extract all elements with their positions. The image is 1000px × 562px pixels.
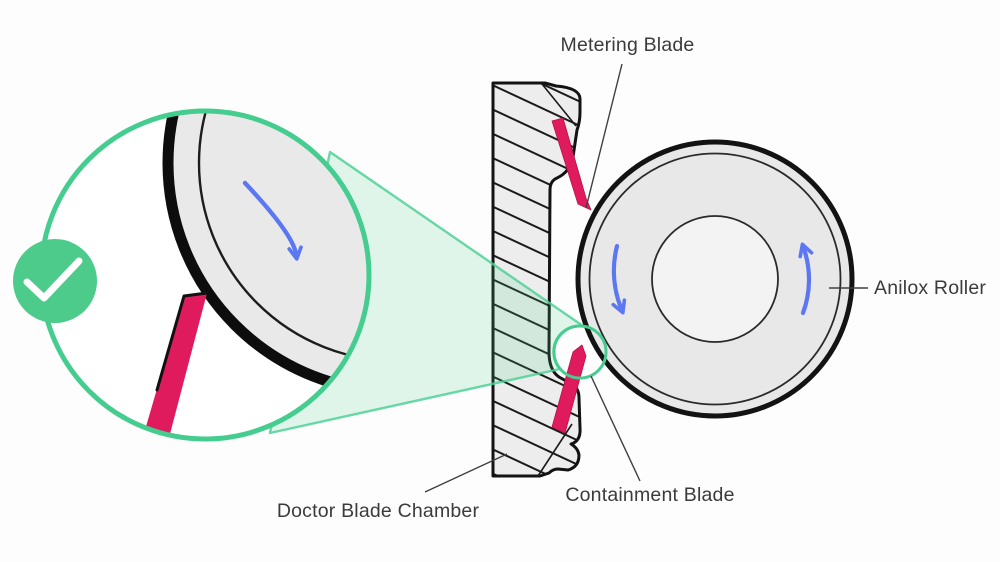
doctor-blade-chamber-leader [424, 453, 508, 493]
lens-blade-edge [155, 291, 209, 392]
roller-inner-ring [588, 152, 842, 406]
containment-blade-leader [590, 375, 641, 482]
containment-blade-label: Containment Blade [565, 484, 735, 506]
roller-core-circle [651, 215, 779, 343]
leader-lines [424, 63, 868, 493]
lens-roller-surface [162, 112, 368, 398]
doctor-blade-chamber-label: Doctor Blade Chamber [276, 500, 480, 522]
contact-point-circle [552, 324, 608, 380]
lens-rotation-arrow-icon [242, 180, 303, 261]
check-icon [23, 257, 83, 302]
anilox-roller [575, 139, 855, 419]
roller-rotation-arrow-right-icon [798, 242, 814, 316]
approval-badge [13, 239, 97, 323]
doctor-blade-chamber [491, 81, 582, 478]
containment-blade-shape [551, 344, 587, 434]
chamber-bevel-lines [537, 83, 577, 477]
metering-blade-leader [585, 63, 623, 209]
chamber-body [491, 81, 582, 478]
metering-blade-shape [551, 117, 592, 211]
anilox-roller-label: Anilox Roller [874, 277, 987, 299]
lens-roller-ring [197, 112, 368, 363]
magnifier-lens [38, 108, 372, 442]
roller-rotation-arrow-left-icon [611, 243, 627, 315]
lens-blade-shape [145, 293, 207, 434]
metering-blade-label: Metering Blade [560, 34, 695, 56]
